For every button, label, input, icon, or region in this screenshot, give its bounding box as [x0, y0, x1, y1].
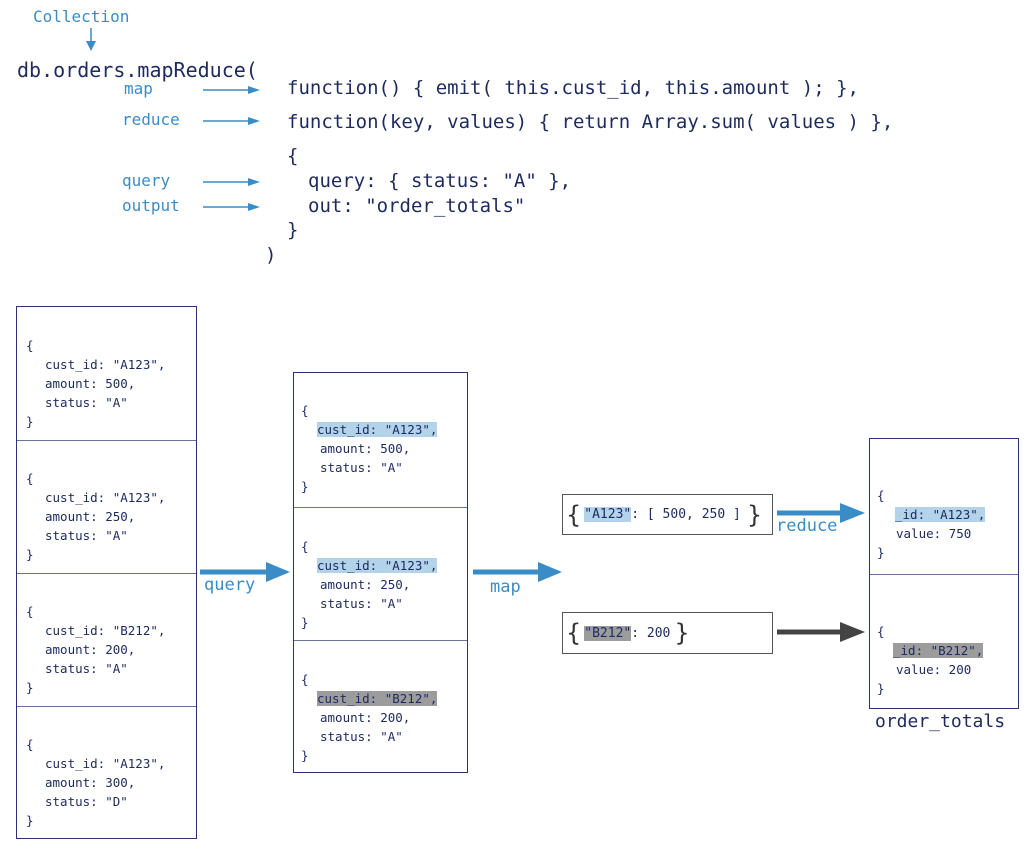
doc-close-brace: } [301, 615, 309, 630]
group-open-brace: { [566, 619, 582, 647]
doc-close-brace: } [26, 680, 34, 695]
options-close-brace: } [287, 219, 299, 241]
reduce-param-arrow-icon [203, 117, 260, 125]
doc-close-brace: } [26, 813, 34, 828]
group-key-highlight: "A123" [584, 507, 632, 522]
output-collection-name: order_totals [875, 711, 1006, 732]
mapreduce-close-paren: ) [265, 244, 277, 266]
reduce-arrow-label: reduce [776, 516, 838, 536]
group-key-highlight: "B212" [584, 625, 632, 641]
doc-cust-id: cust_id: "A123", [45, 490, 166, 505]
doc-close-brace: } [26, 547, 34, 562]
query-result-set: { cust_id: "A123", amount: 500, status: … [293, 372, 468, 773]
group-close-brace: } [674, 619, 690, 647]
param-label-map: map [124, 79, 153, 98]
doc-open-brace: { [877, 488, 885, 503]
doc-amount: amount: 250, [320, 577, 411, 592]
reduce-function-code: function(key, values) { return Array.sum… [287, 111, 894, 133]
mapreduce-call: db.orders.mapReduce( [17, 58, 258, 82]
collection-label: Collection [33, 7, 130, 26]
map-param-arrow-icon [203, 86, 260, 94]
collection-arrow-icon [86, 28, 96, 51]
order-document: { cust_id: "B212", amount: 200, status: … [17, 573, 196, 706]
filtered-document: { cust_id: "A123", amount: 250, status: … [294, 507, 467, 640]
doc-close-brace: } [26, 414, 34, 429]
doc-amount: amount: 500, [45, 376, 136, 391]
doc-status: status: "A" [45, 395, 128, 410]
doc-status: status: "A" [320, 596, 403, 611]
map-function-code: function() { emit( this.cust_id, this.am… [287, 77, 859, 99]
param-label-query: query [122, 171, 171, 190]
doc-open-brace: { [301, 672, 309, 687]
doc-amount: amount: 200, [320, 710, 411, 725]
doc-close-brace: } [301, 479, 309, 494]
doc-id-highlight: _id: "B212", [893, 643, 984, 658]
doc-value: value: 200 [896, 662, 972, 677]
order-totals-collection: { _id: "A123", value: 750 } { _id: "B212… [869, 438, 1019, 709]
query-option-code: query: { status: "A" }, [308, 170, 572, 192]
options-open-brace: { [287, 145, 299, 167]
group-values: : 200 [631, 625, 671, 641]
doc-status: status: "A" [45, 661, 128, 676]
doc-amount: amount: 250, [45, 509, 136, 524]
doc-open-brace: { [26, 737, 34, 752]
doc-open-brace: { [877, 624, 885, 639]
doc-cust-id: cust_id: "A123", [45, 357, 166, 372]
doc-cust-id-highlight: cust_id: "B212", [317, 691, 438, 706]
group-values: : [ 500, 250 ] [631, 507, 741, 522]
doc-amount: amount: 500, [320, 441, 411, 456]
doc-status: status: "A" [320, 729, 403, 744]
doc-value: value: 750 [896, 526, 972, 541]
doc-open-brace: { [26, 604, 34, 619]
doc-amount: amount: 200, [45, 642, 136, 657]
group-close-brace: } [746, 500, 763, 529]
order-document: { cust_id: "A123", amount: 300, status: … [17, 706, 196, 839]
filtered-document: { cust_id: "B212", amount: 200, status: … [294, 640, 467, 773]
doc-status: status: "A" [320, 460, 403, 475]
doc-open-brace: { [26, 471, 34, 486]
query-param-arrow-icon [203, 178, 260, 186]
output-param-arrow-icon [203, 203, 260, 211]
orders-collection: { cust_id: "A123", amount: 500, status: … [16, 306, 197, 839]
param-label-reduce: reduce [122, 110, 180, 129]
doc-cust-id: cust_id: "A123", [45, 756, 166, 771]
doc-close-brace: } [877, 545, 885, 560]
map-arrow-label: map [490, 577, 521, 597]
doc-open-brace: { [301, 539, 309, 554]
doc-close-brace: } [877, 681, 885, 696]
out-option-code: out: "order_totals" [308, 195, 526, 217]
doc-status: status: "D" [45, 794, 128, 809]
doc-open-brace: { [301, 403, 309, 418]
result-document: { _id: "A123", value: 750 } [870, 439, 1018, 574]
doc-close-brace: } [301, 748, 309, 763]
filtered-document: { cust_id: "A123", amount: 500, status: … [294, 373, 467, 507]
doc-cust-id-highlight: cust_id: "A123", [317, 558, 438, 573]
param-label-output: output [122, 196, 180, 215]
doc-status: status: "A" [45, 528, 128, 543]
result-document: { _id: "B212", value: 200 } [870, 574, 1018, 709]
doc-id-highlight: _id: "A123", [895, 507, 986, 522]
order-document: { cust_id: "A123", amount: 250, status: … [17, 440, 196, 573]
doc-cust-id: cust_id: "B212", [45, 623, 166, 638]
order-document: { cust_id: "A123", amount: 500, status: … [17, 307, 196, 440]
doc-cust-id-highlight: cust_id: "A123", [317, 422, 438, 437]
map-group-b212: {"B212": 200} [562, 612, 773, 654]
map-group-a123: {"A123": [ 500, 250 ]} [562, 494, 773, 535]
doc-amount: amount: 300, [45, 775, 136, 790]
group-open-brace: { [566, 500, 582, 529]
doc-open-brace: { [26, 338, 34, 353]
query-arrow-label: query [204, 575, 256, 595]
passthrough-arrow-icon [777, 622, 865, 642]
